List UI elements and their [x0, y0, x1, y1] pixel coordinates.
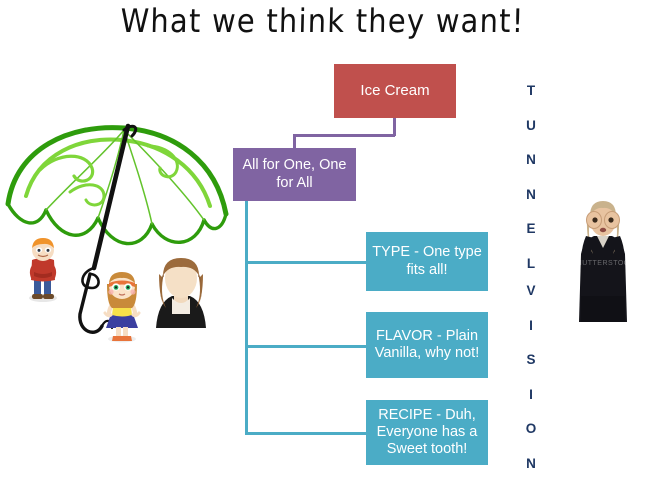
tunnel-letter: E	[526, 221, 536, 236]
tunnel-vision-photo: SHUTTERSTOCK	[570, 196, 636, 322]
connector-branch-flavor	[245, 345, 367, 348]
girl-figure-icon	[103, 272, 141, 343]
node-ice-cream-label: Ice Cream	[360, 82, 430, 100]
green-umbrella-icon	[5, 125, 229, 246]
tunnel-letter: N	[526, 152, 536, 167]
vision-letter: S	[526, 352, 536, 367]
boy-figure-icon	[29, 238, 57, 302]
vision-letter: V	[526, 283, 536, 298]
node-all-for-one-label: All for One, One for All	[242, 157, 347, 191]
connector-root-vertical	[393, 118, 396, 136]
connector-branch-recipe	[245, 432, 367, 435]
umbrella-pole-icon	[78, 123, 138, 334]
node-ice-cream[interactable]: Ice Cream	[334, 64, 456, 118]
umbrella-people-illustration	[0, 118, 236, 348]
tunnel-letter: N	[526, 186, 536, 202]
node-all-for-one[interactable]: All for One, One for All	[233, 148, 356, 201]
connector-branch-type	[245, 261, 367, 264]
tunnel-letter: L	[526, 255, 536, 271]
connector-root-horizontal	[293, 134, 395, 137]
node-recipe-label: RECIPE - Duh, Everyone has a Sweet tooth…	[376, 406, 478, 458]
vision-letter: I	[529, 386, 533, 402]
page-title: What we think they want!	[120, 2, 526, 41]
vision-letter: N	[526, 455, 536, 471]
vertical-text-tunnel: T U N N E L	[518, 84, 544, 291]
vision-letter: O	[525, 421, 537, 436]
vertical-text-vision: V I S I O N	[518, 284, 544, 484]
connector-trunk	[245, 201, 248, 435]
tunnel-letter: T	[526, 83, 536, 98]
node-recipe[interactable]: RECIPE - Duh, Everyone has a Sweet tooth…	[366, 400, 488, 465]
vision-letter: I	[529, 317, 533, 333]
woman-binocular-gesture-icon	[570, 196, 636, 322]
node-flavor-label: FLAVOR - Plain Vanilla, why not!	[374, 327, 480, 361]
node-type-label: TYPE - One type fits all!	[372, 244, 482, 278]
node-type[interactable]: TYPE - One type fits all!	[366, 232, 488, 291]
woman-figure-icon	[156, 258, 206, 328]
connector-root-drop	[293, 134, 296, 149]
node-flavor[interactable]: FLAVOR - Plain Vanilla, why not!	[366, 312, 488, 378]
tunnel-letter: U	[526, 117, 536, 133]
